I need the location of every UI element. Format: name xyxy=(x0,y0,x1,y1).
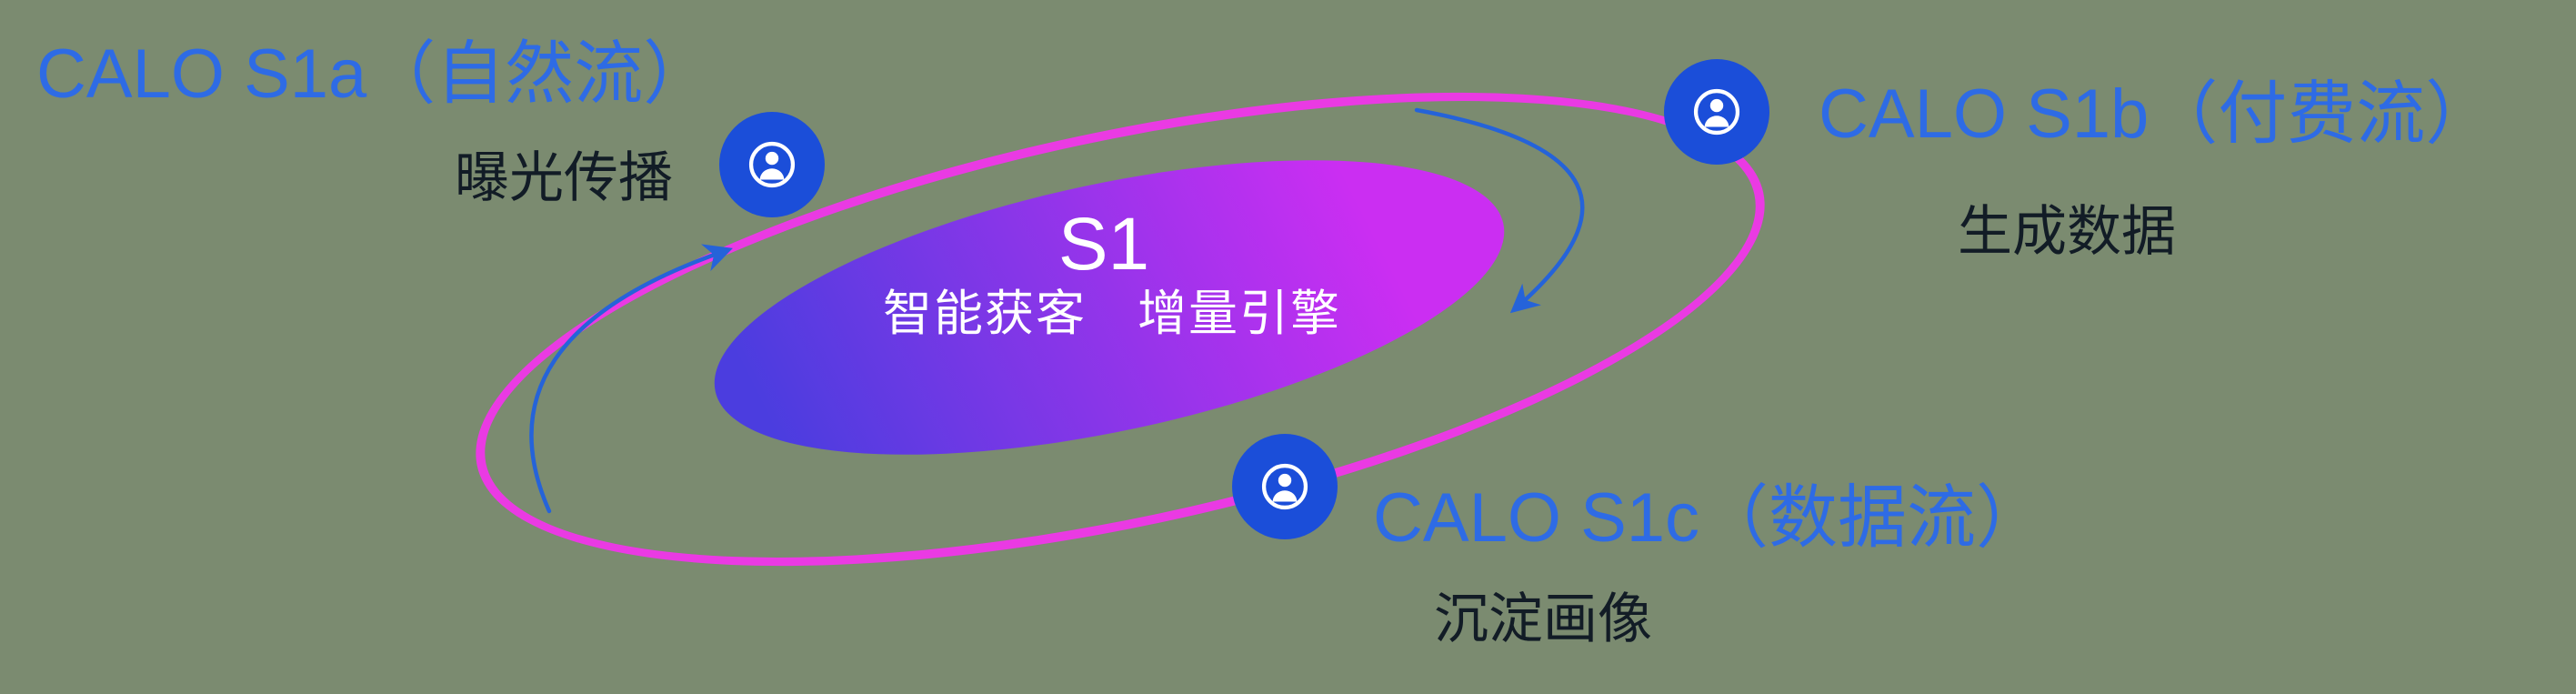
orbit-node-s1b xyxy=(1664,59,1769,165)
core-subtitle: 智能获客 增量引擎 xyxy=(883,287,1341,341)
user-icon xyxy=(1693,88,1740,136)
label-s1c-subtitle: 沉淀画像 xyxy=(1434,588,1652,649)
label-s1c-title: CALO S1c（数据流） xyxy=(1373,479,2046,557)
user-icon xyxy=(1261,463,1308,510)
user-icon xyxy=(748,141,796,188)
label-s1a-title: CALO S1a（自然流） xyxy=(36,35,713,113)
label-s1b-subtitle: 生成数据 xyxy=(1958,201,2176,262)
label-s1a-subtitle: 曝光传播 xyxy=(455,147,673,208)
core-title: S1 xyxy=(1057,203,1150,286)
orbit-node-s1c xyxy=(1232,434,1338,539)
orbit-node-s1a xyxy=(719,112,825,217)
label-s1b-title: CALO S1b（付费流） xyxy=(1819,75,2495,153)
